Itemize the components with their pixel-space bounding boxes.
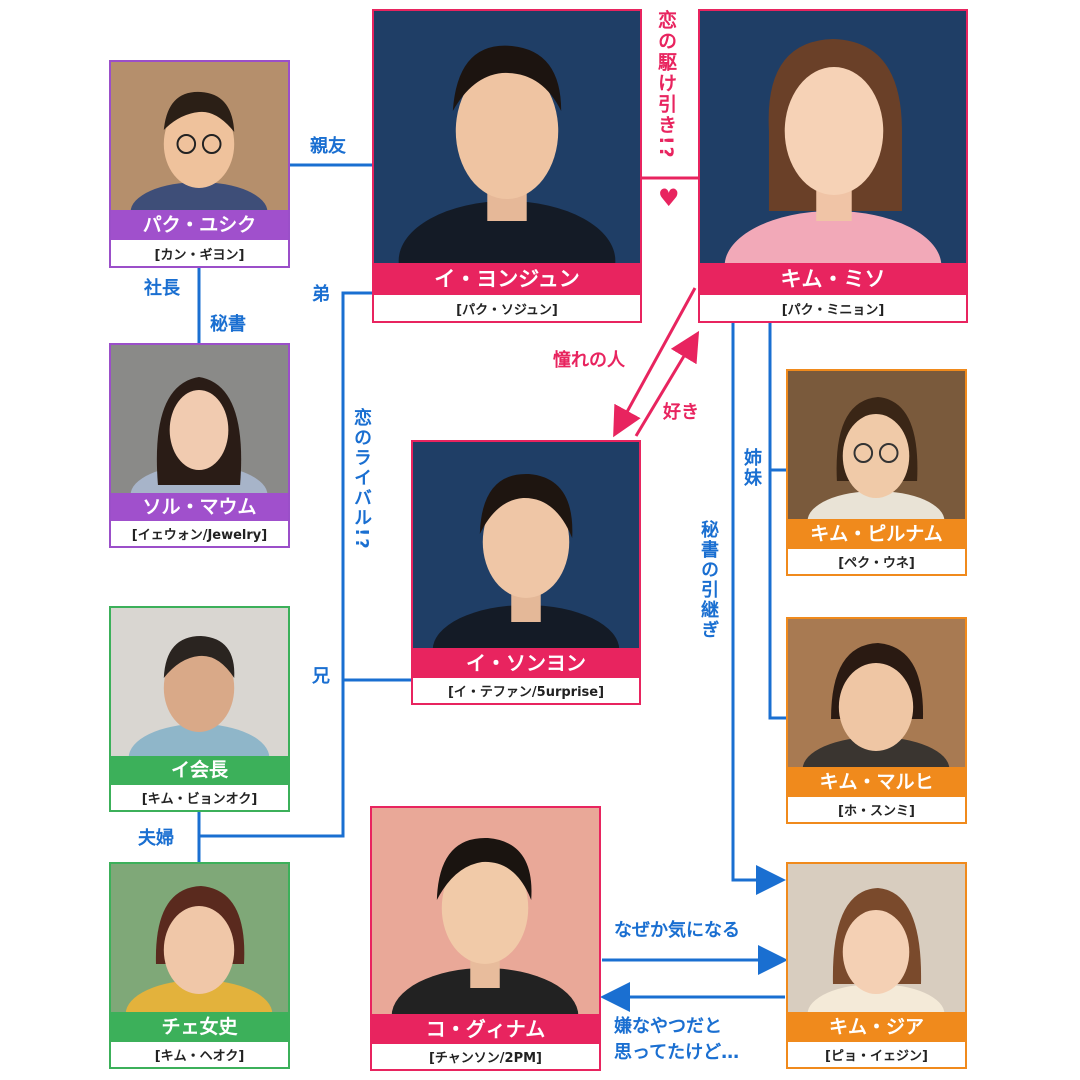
photo-madame-choi — [111, 864, 288, 1014]
actor-sol-maum: [イェウォン/Jewelry] — [111, 521, 288, 546]
label-admired: 憧れの人 — [553, 350, 625, 371]
actor-chairman-lee: [キム・ビョンオク] — [111, 785, 288, 810]
label-secretary: 秘書 — [210, 314, 246, 335]
line-parents-sons — [197, 680, 345, 862]
name-kim-miso: キム・ミソ — [700, 263, 966, 295]
actor-go-gwiname: [チャンソン/2PM] — [372, 1044, 599, 1069]
name-kim-jia: キム・ジア — [788, 1012, 965, 1042]
actor-madame-choi: [キム・ヘオク] — [111, 1042, 288, 1067]
card-madame-choi: チェ女史 [キム・ヘオク] — [109, 862, 290, 1069]
actor-kim-miso: [パク・ミニョン] — [700, 295, 966, 321]
name-lee-youngjun: イ・ヨンジュン — [374, 263, 640, 295]
label-older-brother: 兄 — [312, 666, 330, 687]
photo-park-yusik — [111, 62, 288, 212]
photo-lee-sungyeon — [413, 442, 639, 650]
card-lee-sungyeon: イ・ソンヨン [イ・テファン/5urprise] — [411, 440, 641, 705]
photo-kim-jia — [788, 864, 965, 1014]
actor-lee-youngjun: [パク・ソジュン] — [374, 295, 640, 321]
name-kim-malhee: キム・マルヒ — [788, 767, 965, 797]
actor-lee-sungyeon: [イ・テファン/5urprise] — [413, 678, 639, 703]
label-couple: 夫婦 — [138, 828, 174, 849]
label-best-friend: 親友 — [310, 136, 346, 157]
label-likes: 好き — [663, 402, 699, 423]
photo-kim-miso — [700, 11, 966, 267]
label-younger-brother: 弟 — [312, 284, 330, 305]
label-rival: 恋のライバル!? — [351, 408, 372, 551]
name-chairman-lee: イ会長 — [111, 756, 288, 785]
name-park-yusik: パク・ユシク — [111, 210, 288, 240]
photo-sol-maum — [111, 345, 288, 495]
actor-kim-malhee: [ホ・スンミ] — [788, 797, 965, 822]
label-love-chase: 恋の駆け引き!? — [655, 10, 677, 160]
label-curious: なぜか気になる — [614, 920, 740, 941]
name-go-gwiname: コ・グィナム — [372, 1014, 599, 1044]
photo-kim-pilnam — [788, 371, 965, 521]
arrow-admired — [613, 287, 697, 438]
line-brothers — [341, 291, 411, 682]
card-kim-pilnam: キム・ピルナム [ペク・ウネ] — [786, 369, 967, 576]
card-go-gwiname: コ・グィナム [チャンソン/2PM] — [370, 806, 601, 1071]
card-park-yusik: パク・ユシク [カン・ギヨン] — [109, 60, 290, 268]
card-kim-malhee: キム・マルヒ [ホ・スンミ] — [786, 617, 967, 824]
name-sol-maum: ソル・マウム — [111, 493, 288, 521]
name-madame-choi: チェ女史 — [111, 1012, 288, 1042]
heart-icon: ♥ — [658, 184, 680, 212]
label-successor: 秘書の引継ぎ — [698, 520, 719, 640]
label-president: 社長 — [144, 278, 180, 299]
actor-kim-pilnam: [ペク・ウネ] — [788, 549, 965, 574]
card-lee-youngjun: イ・ヨンジュン [パク・ソジュン] — [372, 9, 642, 323]
label-sisters: 姉妹 — [741, 448, 762, 488]
label-disliked-line1: 嫌なやつだと — [614, 1016, 722, 1037]
card-chairman-lee: イ会長 [キム・ビョンオク] — [109, 606, 290, 812]
actor-kim-jia: [ピョ・イェジン] — [788, 1042, 965, 1067]
line-sisters — [768, 322, 788, 720]
arrow-likes — [634, 330, 700, 437]
photo-go-gwiname — [372, 808, 599, 1016]
card-kim-jia: キム・ジア [ピョ・イェジン] — [786, 862, 967, 1069]
actor-park-yusik: [カン・ギヨン] — [111, 240, 288, 266]
photo-kim-malhee — [788, 619, 965, 769]
label-disliked-line2: 思ってたけど… — [614, 1042, 740, 1063]
photo-chairman-lee — [111, 608, 288, 758]
name-kim-pilnam: キム・ピルナム — [788, 519, 965, 549]
card-kim-miso: キム・ミソ [パク・ミニョン] — [698, 9, 968, 323]
card-sol-maum: ソル・マウム [イェウォン/Jewelry] — [109, 343, 290, 548]
name-lee-sungyeon: イ・ソンヨン — [413, 648, 639, 678]
line-successor — [731, 322, 786, 895]
photo-lee-youngjun — [374, 11, 640, 267]
